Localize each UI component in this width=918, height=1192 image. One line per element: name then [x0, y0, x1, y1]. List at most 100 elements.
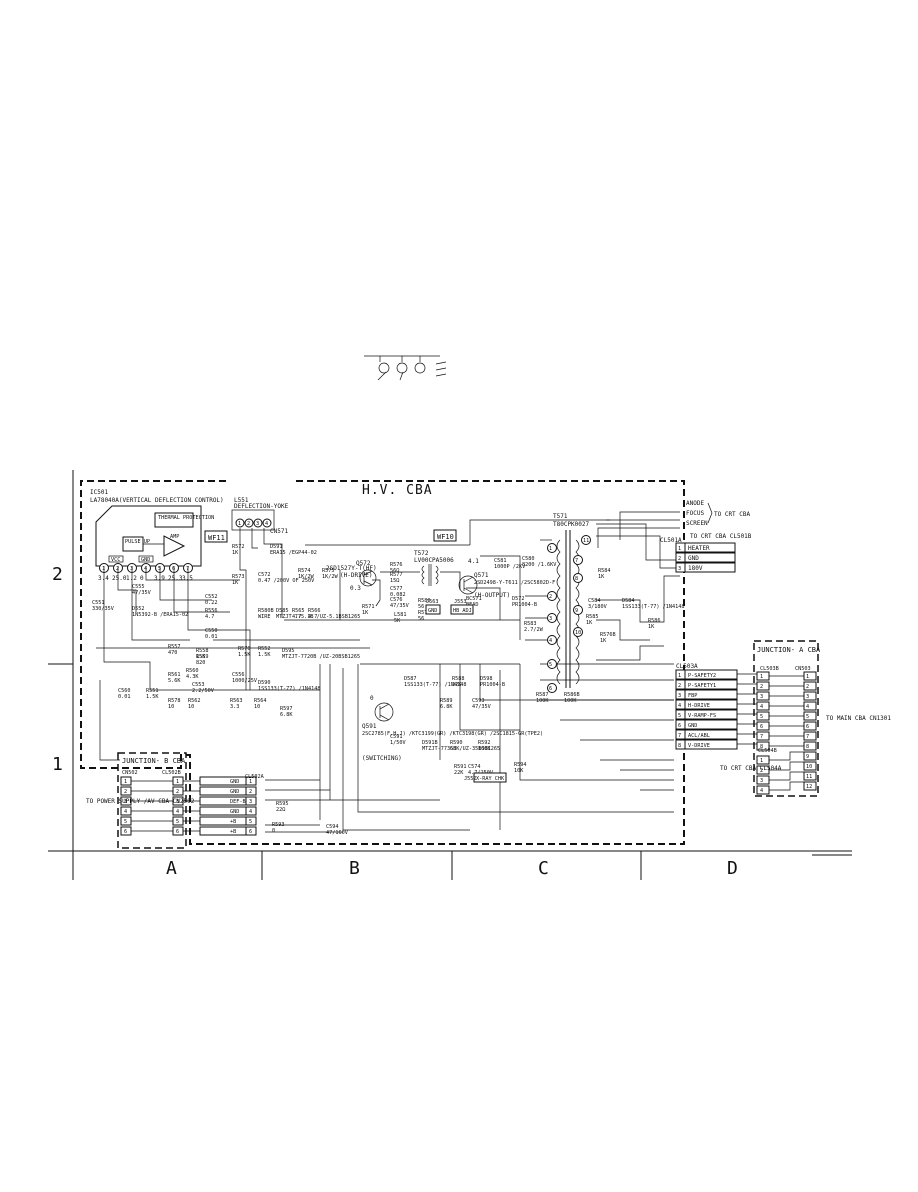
- component-value: 10: [168, 704, 174, 710]
- component-value: 4.3K: [186, 674, 199, 680]
- component-value: 1K: [586, 620, 593, 626]
- junction-a-left-pin-number: 7: [760, 734, 763, 740]
- ic501: IC501 LA78040A(VERTICAL DEFLECTION CONTR…: [90, 489, 224, 582]
- component-ref: R551: [146, 688, 159, 694]
- component-ref: C584: [588, 598, 601, 604]
- junction-a-left-pin-number: 2: [760, 684, 763, 690]
- component-value: PR1004-B: [512, 602, 537, 608]
- junction-a-signal-cell: [684, 699, 738, 710]
- component-value: 1K/2W: [298, 574, 314, 580]
- component-ref: L581: [394, 612, 407, 618]
- junction-a-left-pin-number: 5: [760, 714, 763, 720]
- component-ref: C581: [494, 558, 507, 564]
- legend-symbols: [364, 355, 447, 381]
- component-ref: D585: [276, 608, 289, 614]
- component-value: 1000/25V: [232, 678, 257, 684]
- junction-a-right-pin-number: 5: [806, 714, 809, 720]
- junction-a-clamp-pin-number: 1: [678, 673, 681, 679]
- j563-box: [425, 604, 441, 615]
- component-ref: C593: [472, 698, 485, 704]
- component-value: 22Ω: [276, 807, 285, 813]
- q591-role: (SWITCHING): [362, 755, 402, 762]
- thermal-label: THERMAL PROTECTION: [158, 515, 214, 521]
- junction-a-right-pin-number: 11: [806, 774, 812, 780]
- component-ref: R561: [168, 672, 181, 678]
- component-ref: R590: [450, 740, 463, 746]
- junction-a-signal: V-RAMP-FS: [688, 713, 716, 719]
- component-ref: R579: [418, 610, 431, 616]
- component-value: 1K: [232, 580, 239, 586]
- flyback-pin-9: [573, 605, 583, 615]
- junction-b-right-pin-number: 1: [176, 779, 179, 785]
- junction-b-clamp-pin-number: 6: [249, 829, 252, 835]
- j563-label: GND: [428, 608, 437, 614]
- component-ref: C556: [232, 672, 245, 678]
- wf11-label: WF11: [208, 534, 225, 542]
- flyback-pin-2: [547, 591, 557, 601]
- junction-a-right-pin-number: 2: [806, 684, 809, 690]
- component-ref: C553: [192, 682, 205, 688]
- wf11-tag: [204, 530, 228, 543]
- junction-a-left: CL503B: [760, 666, 779, 672]
- junction-b-signal: +B: [230, 829, 236, 835]
- yoke-pin-number: 4: [265, 521, 268, 527]
- junction-a-clamp-pin-number: 2: [678, 683, 681, 689]
- component-ref: R573: [232, 574, 245, 580]
- flyback-out-anode: ANODE: [686, 500, 704, 507]
- flyback-pin-number: 6: [549, 686, 552, 692]
- component-ref: R570: [238, 646, 251, 652]
- crt-pin-number: 3: [678, 566, 681, 572]
- component-ref: C577: [390, 586, 403, 592]
- junction-a-signal-cell: [684, 719, 738, 730]
- junction-b-signal: GND: [230, 779, 239, 785]
- junction-a-left-pin-number: 3: [760, 694, 763, 700]
- junction-a-right-pin-number: 8: [806, 744, 809, 750]
- junction-a-title: JUNCTION- A CBA: [757, 646, 821, 654]
- row-label-1: 1: [52, 754, 63, 775]
- component-value: 100K: [536, 698, 549, 704]
- yoke-pin-3: [253, 518, 263, 528]
- junction-a-signal: H-DRIVE: [688, 703, 710, 709]
- flyback-pin-1: [547, 543, 557, 553]
- junction-a-signal-cell: [684, 729, 738, 740]
- flyback-ref: T571: [553, 513, 568, 520]
- crt-signal: 180V: [688, 565, 703, 572]
- ic-pin-voltage: 3.4: [98, 575, 109, 582]
- component-value: 1K: [232, 550, 239, 556]
- component-ref: R580: [418, 598, 431, 604]
- junction-a-signal: GND: [688, 723, 697, 729]
- component-ref: R576: [390, 562, 403, 568]
- junction-b-clamp: CL502A: [245, 774, 265, 780]
- junction-b-clamp-pin: [245, 796, 257, 806]
- junction-a-left-pin-number: 8: [760, 744, 763, 750]
- junction-a-right-pin-number: 7: [806, 734, 809, 740]
- flyback-pin-6: [547, 683, 557, 693]
- junction-a-signal: P-SAFETY2: [688, 673, 716, 679]
- component-value: 10: [254, 704, 260, 710]
- ic-pin-voltage: 1.2: [126, 575, 137, 582]
- component-ref: R552: [258, 646, 271, 652]
- junction-a-right: CN503: [795, 666, 811, 672]
- crt-pin-number: 1: [678, 546, 681, 552]
- j553-ref: J553: [454, 599, 467, 605]
- component-value: 1SS133(T-77) /1N4148: [258, 686, 320, 692]
- component-ref: D584: [622, 598, 635, 604]
- q572-ref: Q572: [356, 560, 371, 567]
- ic-pin-number: 2: [116, 566, 119, 572]
- component-ref: R560: [186, 668, 199, 674]
- crt-signal: GND: [688, 555, 699, 562]
- flyback-pin-number: 9: [575, 608, 578, 614]
- component-ref: R597: [280, 706, 293, 712]
- component-value: 1K: [598, 574, 605, 580]
- gnd-label: GND: [141, 557, 150, 563]
- q572-part: 2SD1527Y-T(HF): [326, 565, 377, 572]
